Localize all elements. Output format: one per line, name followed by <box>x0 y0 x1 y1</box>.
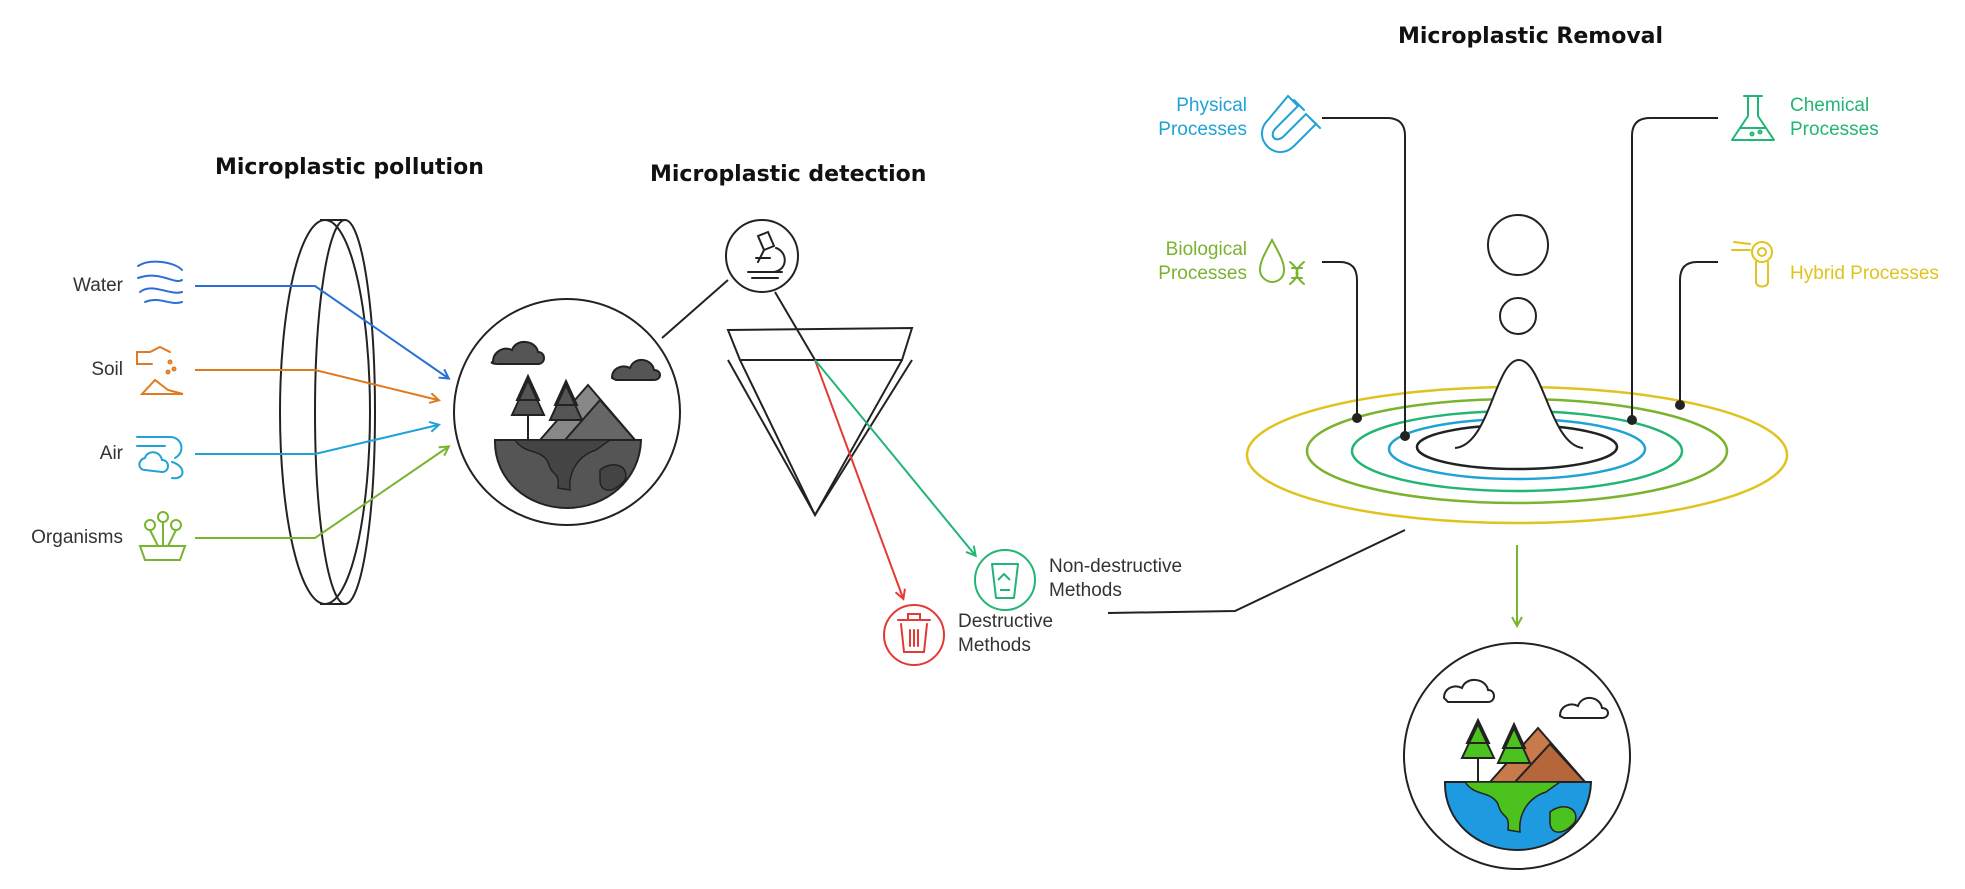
destructive-line2: Methods <box>958 635 1031 656</box>
source-label-soil: Soil <box>91 359 123 380</box>
river-icon <box>137 260 183 304</box>
physical-leader <box>1322 117 1410 441</box>
hybrid-tool-icon <box>1731 241 1773 288</box>
detection-title: Microplastic detection <box>650 162 927 187</box>
source-label-organisms: Organisms <box>31 527 123 548</box>
organisms-flow-arrow <box>195 447 448 539</box>
hybrid-line1: Hybrid Processes <box>1790 263 1939 284</box>
process-label-physical: Physical Processes <box>1158 94 1247 142</box>
method-label-non-destructive: Non-destructive Methods <box>1049 555 1182 603</box>
clean-earth <box>1403 642 1631 870</box>
light-beam <box>774 291 816 361</box>
polluted-earth <box>453 298 681 526</box>
pollution-title: Microplastic pollution <box>215 155 484 180</box>
biological-leader <box>1322 261 1362 423</box>
water-flow-arrow <box>195 285 448 378</box>
soil-icon <box>136 345 184 395</box>
destructive-line1: Destructive <box>958 611 1054 632</box>
microscope-icon <box>725 219 799 293</box>
physical-line2: Processes <box>1158 119 1247 140</box>
chemical-leader <box>1627 117 1718 425</box>
chemical-line1: Chemical <box>1790 95 1870 116</box>
physical-line1: Physical <box>1176 95 1247 116</box>
connector-earth-microscope <box>661 279 729 339</box>
air-flow-arrow <box>195 425 438 455</box>
biological-line1: Biological <box>1165 239 1247 260</box>
water-drop-splash <box>1454 214 1584 449</box>
recycle-bin-icon <box>974 549 1036 611</box>
non-destructive-line1: Non-destructive <box>1049 556 1183 577</box>
removal-title: Microplastic Removal <box>1398 24 1664 49</box>
source-label-air: Air <box>99 443 123 464</box>
process-label-chemical: Chemical Processes <box>1790 94 1879 142</box>
destructive-arrow <box>814 359 903 598</box>
non-destructive-arrow <box>814 359 975 555</box>
hybrid-leader <box>1675 261 1718 410</box>
lens-shape <box>279 219 376 605</box>
process-label-hybrid: Hybrid Processes <box>1790 262 1939 286</box>
source-label-water: Water <box>73 275 123 296</box>
wind-icon <box>136 436 184 480</box>
prism-shape <box>726 326 914 518</box>
method-label-destructive: Destructive Methods <box>958 610 1053 658</box>
chemical-line2: Processes <box>1790 119 1879 140</box>
trash-icon <box>883 604 945 666</box>
soil-flow-arrow <box>195 369 438 400</box>
plant-icon <box>138 511 187 561</box>
dna-drop-icon <box>1258 237 1305 285</box>
magnet-icon <box>1261 94 1321 153</box>
connector-methods-removal <box>1107 529 1406 614</box>
non-destructive-line2: Methods <box>1049 580 1122 601</box>
flask-icon <box>1731 95 1775 141</box>
process-label-biological: Biological Processes <box>1158 238 1247 286</box>
biological-line2: Processes <box>1158 263 1247 284</box>
